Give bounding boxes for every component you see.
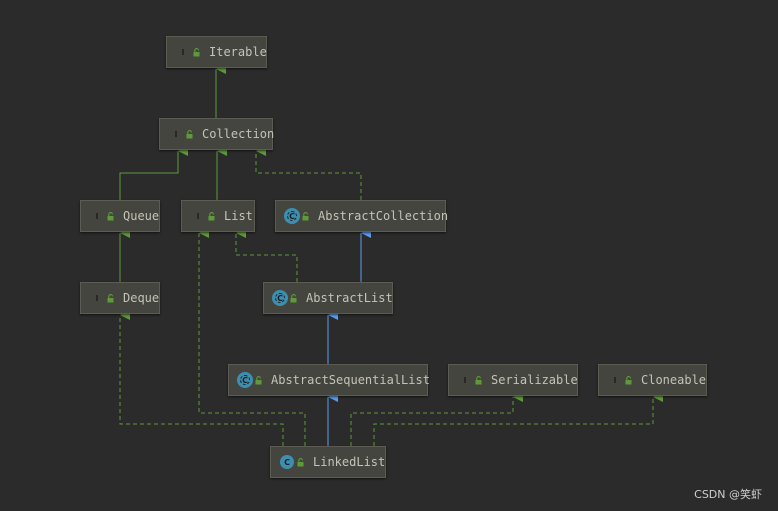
public-lock-icon bbox=[208, 211, 215, 220]
interface-icon: I bbox=[196, 211, 200, 221]
node-cloneable[interactable]: I Cloneable bbox=[598, 364, 707, 396]
edge-linkedlist-to-cloneable bbox=[373, 392, 663, 446]
abstract-class-icon: C bbox=[273, 291, 287, 305]
node-abstractlist[interactable]: C AbstractList bbox=[263, 282, 393, 314]
public-lock-icon bbox=[302, 211, 309, 220]
public-lock-icon bbox=[475, 375, 482, 384]
node-list[interactable]: I List bbox=[181, 200, 255, 232]
abstract-class-icon: C bbox=[285, 209, 299, 223]
node-iterable[interactable]: I Iterable bbox=[166, 36, 267, 68]
node-label: Deque bbox=[123, 291, 160, 305]
edge-queue-to-collection bbox=[119, 146, 188, 200]
public-lock-icon bbox=[107, 293, 114, 302]
interface-icon: I bbox=[95, 293, 99, 303]
interface-icon: I bbox=[613, 375, 617, 385]
interface-icon: I bbox=[181, 47, 185, 57]
node-deque[interactable]: I Deque bbox=[80, 282, 160, 314]
public-lock-icon bbox=[625, 375, 632, 384]
public-lock-icon bbox=[193, 47, 200, 56]
edge-linkedlist-to-deque bbox=[119, 310, 284, 446]
interface-icon: I bbox=[463, 375, 467, 385]
node-abstractsequentiallist[interactable]: C AbstractSequentialList bbox=[228, 364, 430, 396]
watermark: CSDN @笑虾 bbox=[694, 488, 762, 501]
node-serializable[interactable]: I Serializable bbox=[448, 364, 578, 396]
node-label: LinkedList bbox=[313, 455, 386, 469]
node-abstractcollection[interactable]: C AbstractCollection bbox=[275, 200, 449, 232]
node-label: Collection bbox=[202, 127, 275, 141]
public-lock-icon bbox=[107, 211, 114, 220]
public-lock-icon bbox=[297, 457, 304, 466]
edge-abstractcollection-to-collection bbox=[255, 146, 362, 200]
node-label: List bbox=[224, 209, 253, 223]
class-icon: C bbox=[280, 455, 294, 469]
interface-icon: I bbox=[95, 211, 99, 221]
node-label: Serializable bbox=[491, 373, 578, 387]
node-queue[interactable]: I Queue bbox=[80, 200, 160, 232]
node-label: AbstractCollection bbox=[318, 209, 449, 223]
node-collection[interactable]: I Collection bbox=[159, 118, 275, 150]
edge-abstractlist-to-list bbox=[235, 228, 298, 282]
public-lock-icon bbox=[290, 293, 297, 302]
abstract-class-icon: C bbox=[238, 373, 252, 387]
edge-linkedlist-to-serializable bbox=[350, 392, 523, 446]
node-label: AbstractSequentialList bbox=[271, 373, 430, 387]
node-label: Queue bbox=[123, 209, 160, 223]
node-label: Cloneable bbox=[641, 373, 707, 387]
node-linkedlist[interactable]: C LinkedList bbox=[270, 446, 386, 478]
public-lock-icon bbox=[186, 129, 193, 138]
node-label: AbstractList bbox=[306, 291, 393, 305]
node-label: Iterable bbox=[209, 45, 267, 59]
public-lock-icon bbox=[255, 375, 262, 384]
edge-linkedlist-to-list bbox=[198, 228, 306, 446]
interface-icon: I bbox=[174, 129, 178, 139]
